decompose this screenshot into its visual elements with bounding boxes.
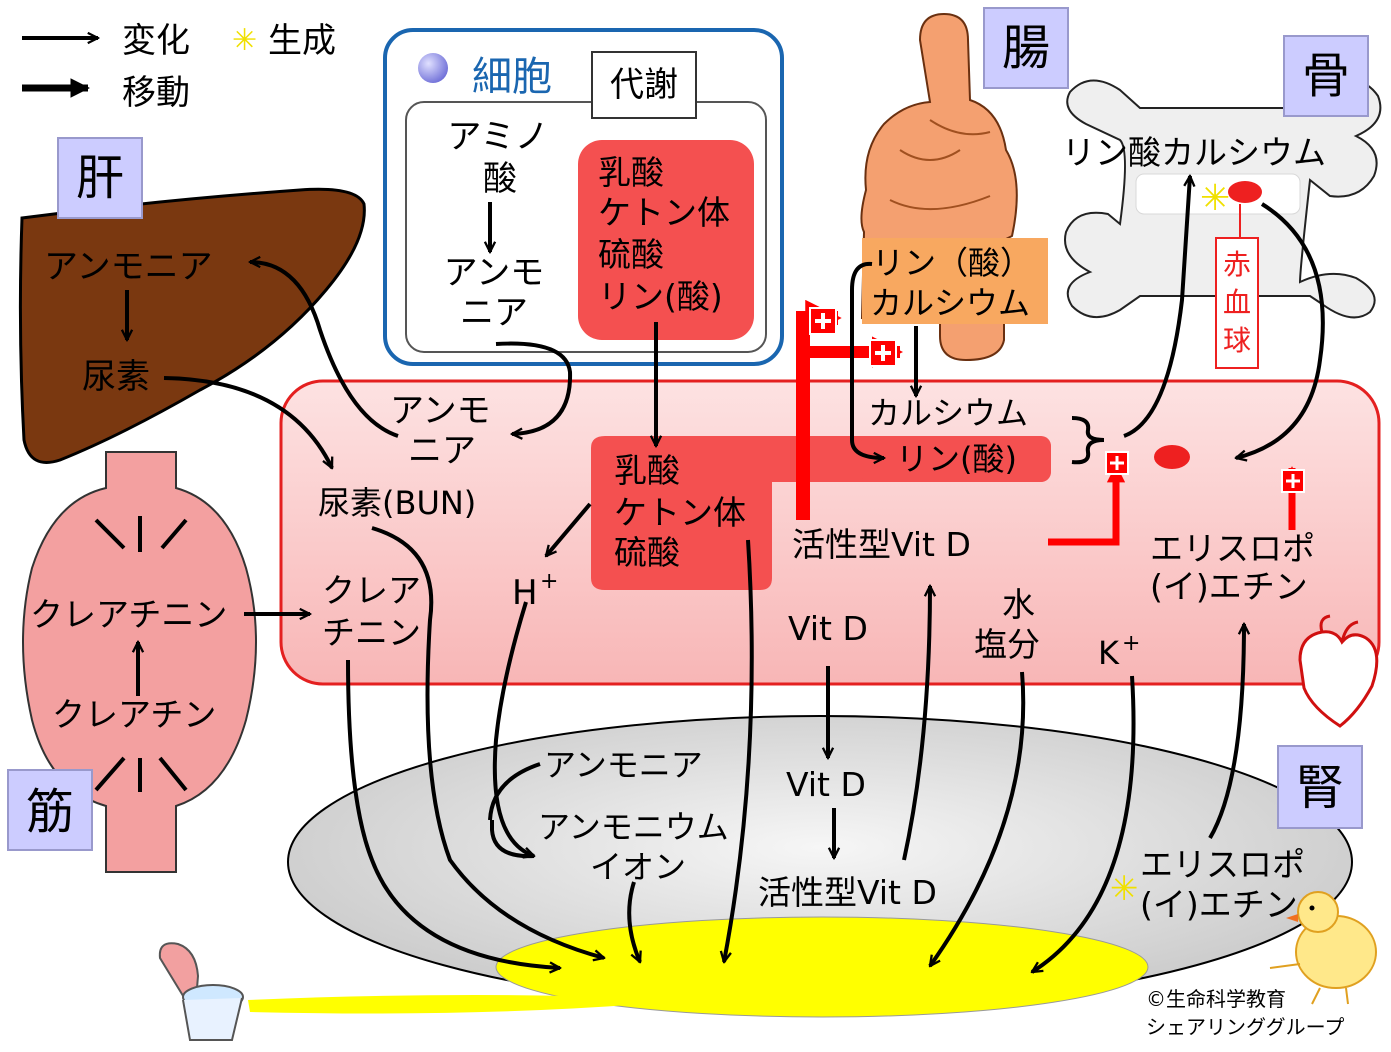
intestine-calcium: カルシウム [870,284,1030,322]
toilet-icon [158,942,244,1041]
kidney-epo-line1: エリスロポ [1140,845,1305,884]
blood-k-ion-charge: + [1122,631,1140,656]
legend-change-label: 変化 [122,21,190,61]
kidney-ammonium-line1: アンモニウム [538,808,729,846]
muscle-tag-box [7,769,93,851]
blood-h-ion: H [512,573,538,613]
cell-lactic-acid: 乳酸 [598,153,664,192]
liver-shape [18,187,366,464]
blood-ammonia-line1: アンモ [390,391,491,431]
stimulation-arrows [796,299,1305,546]
intestine-box [862,238,1048,324]
blood-ketone-bodies: ケトン体 [614,493,746,532]
bone-calcium-phosphate: リン酸カルシウム [1062,133,1326,172]
cell-ammonia-line2: ニア [460,293,528,333]
blood-phosphate-box [860,436,1051,482]
blood-lactic-acid: 乳酸 [614,451,680,490]
blood-k-ion: K [1098,634,1120,672]
bone-marrow [1135,173,1301,215]
intestine-tag-box [983,7,1069,89]
bone-tag-box [1283,35,1369,117]
liver-tag: 肝 [76,150,124,206]
bone-tag: 骨 [1302,48,1350,104]
cell-ketone-bodies: ケトン体 [598,193,730,232]
generate-star-icon: ✳ [232,23,257,58]
blood-ammonia-line2: ニア [408,431,476,471]
blood-bun: 尿素(BUN) [318,484,476,522]
kidney-ammonium-line2: イオン [590,848,686,886]
blood-creatinine-line2: チニン [322,613,421,652]
bone-rbc-icon [1228,181,1262,203]
legend-move-label: 移動 [122,73,190,113]
blood-calcium: カルシウム [868,394,1028,432]
liver-urea: 尿素 [82,357,150,397]
blood-creatinine-line1: クレア [322,571,421,610]
kidney-ammonia: アンモニア [544,746,703,784]
cell-phosphoric-acid: リン(酸) [598,277,723,316]
cell-ammonia-line1: アンモ [444,253,545,293]
intestine-tag: 腸 [1002,20,1050,76]
cell-amino-acid-line2: 酸 [483,159,517,199]
blood-active-vitd: 活性型Vit D [792,525,971,564]
muscle-tag: 筋 [26,784,74,840]
cell-title: 細胞 [472,54,552,100]
kidney-tag: 腎 [1296,760,1344,816]
rbc-label-box [1215,237,1259,369]
muscle-creatinine: クレアチニン [30,595,227,634]
copyright-line1: ©生命科学教育 [1146,987,1286,1011]
pathway-arrows [127,176,1325,974]
liver-ammonia: アンモニア [44,247,213,287]
kidney-generate-star-icon: ✳ [1110,869,1139,909]
urine-pool [495,916,1149,1018]
blood-phosphate: リン(酸) [896,440,1017,478]
intestine-phosphate: リン（酸） [872,244,1032,282]
legend: 変化 ✳ 生成 移動 [22,21,336,113]
liver-tag-box [57,137,143,219]
rbc-label-line1: 赤 [1223,248,1251,281]
cell-icon [418,53,448,83]
rbc-label-line3: 球 [1223,324,1251,357]
copyright-line2: シェアリンググループ [1146,1015,1344,1039]
cell-acid-box [578,140,754,340]
kidney-tag-box [1277,745,1363,829]
rbc-label-line2: 血 [1223,286,1251,319]
metabolism-label: 代謝 [610,65,678,105]
blood-epo-line1: エリスロポ [1150,529,1315,568]
blood-epo-line2: (イ)エチン [1150,567,1308,606]
plus-icon [1105,451,1129,475]
plus-icon [869,339,897,367]
blood-sulfuric-acid: 硫酸 [614,533,680,572]
blood-water: 水 [1002,585,1035,624]
cell-sulfuric-acid: 硫酸 [598,235,664,274]
blood-salt: 塩分 [974,625,1040,664]
plus-icon [809,307,837,335]
muscle-creatine: クレアチン [52,695,216,734]
cell-amino-acid-line1: アミノ [447,117,548,157]
blood-vitd: Vit D [788,609,868,648]
legend-generate-label: 生成 [268,21,336,61]
heart-icon [1298,614,1379,728]
blood-h-ion-charge: + [540,569,558,594]
blood-rbc-icon [1154,445,1190,469]
plus-icon [1281,469,1305,493]
kidney-ammonia-join [490,820,535,859]
kidney-active-vitd: 活性型Vit D [758,873,937,912]
kidney-vitd: Vit D [786,765,866,804]
metabolism-label-box [591,51,697,119]
kidney-epo-line2: (イ)エチン [1140,885,1298,924]
urine-stream [248,995,690,1014]
bone-generate-star-icon: ✳ [1200,178,1230,219]
chick-mascot-icon [1269,891,1377,1005]
